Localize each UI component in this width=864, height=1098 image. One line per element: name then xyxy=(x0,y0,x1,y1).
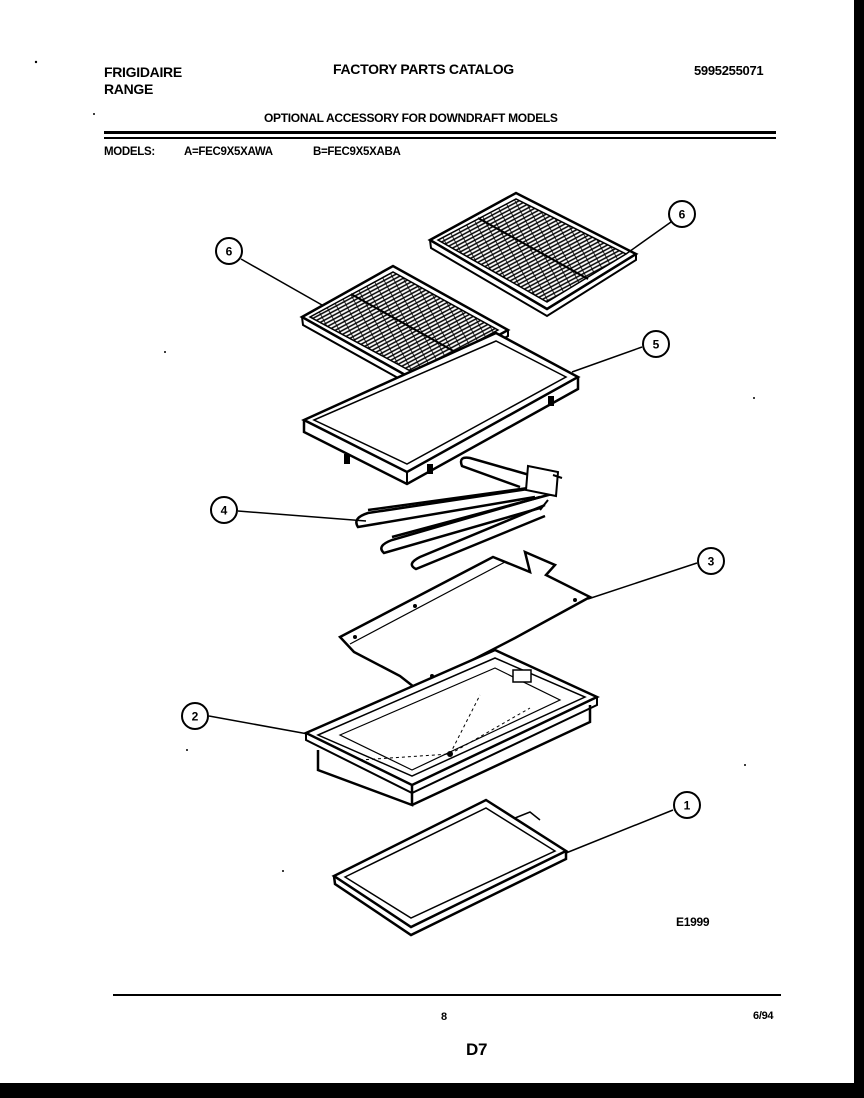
svg-text:6: 6 xyxy=(679,208,686,222)
callout-2: 2 xyxy=(181,702,209,730)
footer-rule xyxy=(113,994,781,996)
brand-name: FRIGIDAIRE xyxy=(104,64,182,80)
callout-5: 5 xyxy=(642,330,670,358)
callout-6-right: 6 xyxy=(668,200,696,228)
pan-liner xyxy=(331,798,569,937)
callout-6-left: 6 xyxy=(215,237,243,265)
models-label: MODELS: xyxy=(104,146,155,158)
header-rule-thick xyxy=(104,131,776,134)
callout-3: 3 xyxy=(697,547,725,575)
callout-4: 4 xyxy=(210,496,238,524)
svg-text:5: 5 xyxy=(653,338,660,352)
leader-lines xyxy=(208,221,698,854)
page-number: 8 xyxy=(441,1011,447,1023)
catalog-number: 5995255071 xyxy=(694,63,764,78)
svg-text:2: 2 xyxy=(192,710,199,724)
deflector-plate xyxy=(337,549,593,696)
model-a: A=FEC9X5XAWA xyxy=(184,146,273,158)
svg-text:6: 6 xyxy=(226,245,233,259)
diagram-code: E1999 xyxy=(676,915,710,929)
heating-element xyxy=(355,456,563,571)
grill-grate-right xyxy=(427,191,639,318)
page-subtitle: OPTIONAL ACCESSORY FOR DOWNDRAFT MODELS xyxy=(264,111,558,125)
svg-text:3: 3 xyxy=(708,555,715,569)
svg-text:1: 1 xyxy=(684,799,691,813)
callout-1: 1 xyxy=(673,791,701,819)
scan-specks xyxy=(34,60,755,872)
exploded-parts-diagram: 6 6 5 4 3 2 1 xyxy=(34,60,755,937)
svg-text:4: 4 xyxy=(221,504,228,518)
brand-block: FRIGIDAIRE RANGE xyxy=(104,64,182,98)
catalog-title: FACTORY PARTS CATALOG xyxy=(333,61,514,77)
page-date: 6/94 xyxy=(753,1010,774,1022)
model-b: B=FEC9X5XABA xyxy=(313,146,401,158)
catalog-page: FRIGIDAIRE RANGE FACTORY PARTS CATALOG 5… xyxy=(0,0,854,1083)
section-code: D7 xyxy=(466,1040,488,1059)
product-name: RANGE xyxy=(104,81,154,97)
header-rule-thin xyxy=(104,137,776,139)
drip-tray xyxy=(303,648,600,807)
grill-frame xyxy=(301,331,581,486)
